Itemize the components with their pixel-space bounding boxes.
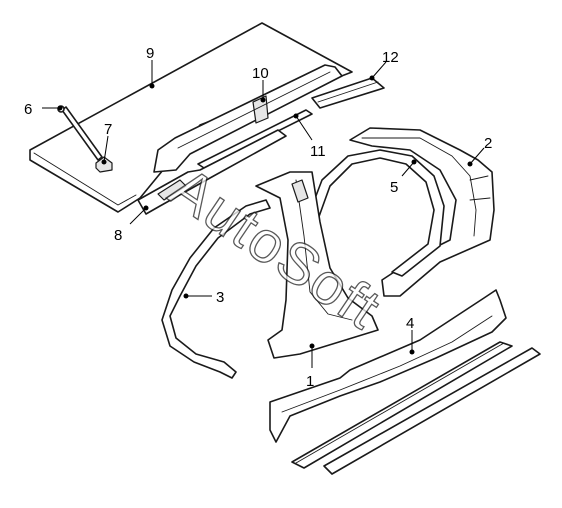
rear-door-seal bbox=[299, 149, 445, 277]
rear-quarter-outer-panel bbox=[349, 127, 495, 297]
leader-5 bbox=[401, 161, 415, 177]
callout-7: 7 bbox=[104, 121, 112, 138]
leader-11 bbox=[295, 115, 313, 141]
leader-dot-12 bbox=[369, 75, 375, 81]
callout-6: 6 bbox=[24, 101, 32, 118]
front-door-seal bbox=[161, 199, 271, 379]
drip-molding-strip bbox=[197, 109, 313, 169]
leader-dot-10 bbox=[260, 97, 266, 103]
leader-dot-2 bbox=[467, 161, 473, 167]
leader-dot-1 bbox=[309, 343, 315, 349]
roof-rail-inner bbox=[137, 129, 287, 215]
leader-dot-9 bbox=[149, 83, 155, 89]
lower-sill-trim bbox=[291, 341, 513, 469]
leader-8 bbox=[129, 207, 147, 225]
roof-side-rail bbox=[153, 64, 343, 173]
leader-2 bbox=[469, 147, 485, 165]
leader-dot-11 bbox=[293, 113, 299, 119]
callout-4: 4 bbox=[406, 315, 414, 332]
leader-12 bbox=[371, 61, 387, 79]
outer-sill-molding bbox=[323, 347, 541, 475]
leader-dot-7 bbox=[101, 159, 107, 165]
leader-dot-8 bbox=[143, 205, 149, 211]
callout-3: 3 bbox=[216, 289, 224, 306]
callout-5: 5 bbox=[390, 179, 398, 196]
callout-8: 8 bbox=[114, 227, 122, 244]
b-pillar-inner bbox=[255, 171, 379, 359]
leader-dot-4 bbox=[409, 349, 415, 355]
callout-1: 1 bbox=[306, 373, 314, 390]
leader-dot-6 bbox=[57, 105, 63, 111]
callout-11: 11 bbox=[310, 143, 326, 160]
rocker-sill-panel bbox=[269, 289, 507, 443]
callout-9: 9 bbox=[146, 45, 154, 62]
callout-2: 2 bbox=[484, 135, 492, 152]
callout-labels: 1 2 3 4 5 6 7 8 9 10 11 12 bbox=[24, 45, 492, 390]
rail-end-trim bbox=[311, 77, 385, 109]
callout-10: 10 bbox=[252, 65, 269, 82]
callout-12: 12 bbox=[382, 49, 399, 66]
leader-dot-3 bbox=[183, 293, 189, 299]
leader-7 bbox=[103, 135, 109, 163]
leader-dot-5 bbox=[411, 159, 417, 165]
leader-lines bbox=[42, 60, 485, 368]
